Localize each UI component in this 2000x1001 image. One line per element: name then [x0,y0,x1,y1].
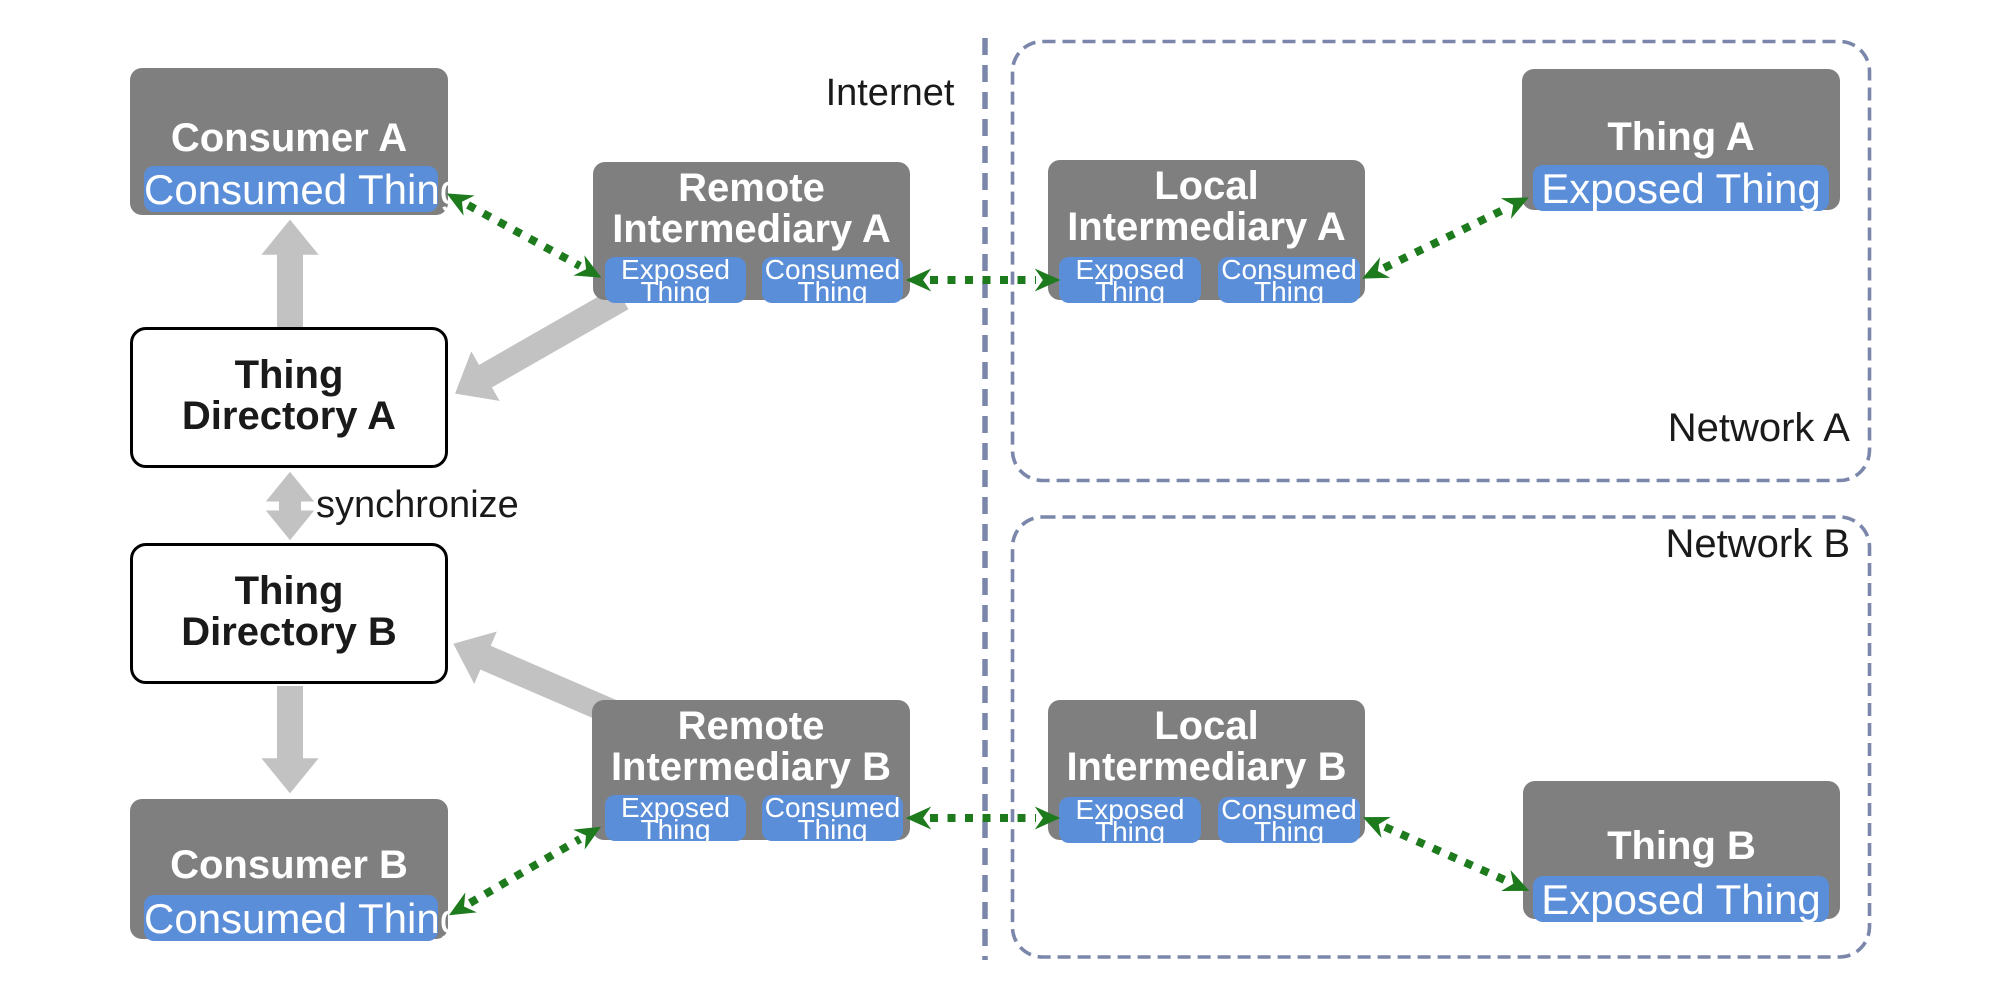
consumer-b-consumed-thing-bar: Consumed Thing [144,895,464,942]
local-intermediary-b-title-line2: Intermediary B [1066,745,1347,789]
local-intermediary-a-consumed-thing-chip: Consumed Thing [1218,255,1360,305]
local-intermediary-a-exposed-thing-chip: Exposed Thing [1059,255,1201,305]
thing-directory-b-title-line2: Directory B [181,610,397,654]
local-intermediary-a-title: Local Intermediary A [1048,166,1365,248]
consumer-b-title: Consumer B [170,843,408,887]
remote-intermediary-a-title: Remote Intermediary A [593,168,910,250]
thing-b-node: Thing B Exposed Thing [1523,781,1840,923]
remote-intermediary-a-node: Remote Intermediary A Exposed Thing Cons… [593,162,910,305]
remote-intermediary-a-title-line1: Remote [678,166,825,210]
local-intermediary-a-title-line2: Intermediary A [1067,205,1346,249]
remote-intermediary-b-title: Remote Intermediary B [592,706,910,788]
remote-intermediary-a-exposed-thing-chip: Exposed Thing [605,255,746,305]
network-a-border [1010,39,1872,483]
remote-intermediary-a-consumed-thing-chip: Consumed Thing [762,255,903,305]
consumer-a-title: Consumer A [170,116,408,160]
remote-intermediary-b-consumed-thing-chip: Consumed Thing [762,793,903,843]
consumer-a-consumed-thing-bar: Consumed Thing [144,166,464,213]
remote-intermediary-b-title-line1: Remote [677,704,825,748]
local-intermediary-b-consumed-thing-chip: Consumed Thing [1218,795,1360,845]
local-intermediary-b-node: Local Intermediary B Exposed Thing Consu… [1048,700,1365,845]
consumer-b-node: Consumer B Consumed Thing [130,799,464,942]
thing-directory-a-node: Thing Directory A [130,327,448,468]
network-b-label: Network B [1665,522,1851,566]
thing-directory-b-title-line1: Thing [234,569,344,613]
network-b-border [1010,515,1872,959]
network-a-label: Network A [1667,406,1850,450]
thing-directory-a-title: Thing Directory A [133,355,445,437]
local-intermediary-b-title: Local Intermediary B [1048,706,1365,788]
synchronize-label: synchronize [316,484,519,526]
thing-a-title: Thing A [1607,115,1755,159]
local-intermediary-b-exposed-thing-chip: Exposed Thing [1059,795,1201,845]
thing-b-title: Thing B [1607,824,1756,868]
thing-a-node: Thing A Exposed Thing [1522,69,1840,212]
arrow-remote-intermediary-a-to-directory-a [455,286,629,401]
local-intermediary-b-title-line1: Local [1154,704,1259,748]
remote-intermediary-b-exposed-thing-chip: Exposed Thing [605,793,746,843]
internet-label: Internet [825,72,955,114]
thing-a-exposed-thing-bar: Exposed Thing [1533,165,1829,212]
remote-intermediary-a-title-line2: Intermediary A [612,207,891,251]
local-intermediary-a-node: Local Intermediary A Exposed Thing Consu… [1048,160,1365,305]
thing-b-exposed-thing-bar: Exposed Thing [1533,876,1829,923]
thing-directory-a-title-line2: Directory A [181,394,397,438]
consumer-a-node: Consumer A Consumed Thing [130,68,464,215]
remote-intermediary-b-node: Remote Intermediary B Exposed Thing Cons… [592,700,910,843]
thing-directory-a-title-line1: Thing [234,353,344,397]
local-intermediary-a-title-line1: Local [1154,164,1259,208]
thing-directory-b-node: Thing Directory B [130,543,448,684]
thing-directory-b-title: Thing Directory B [133,571,445,653]
remote-intermediary-b-title-line2: Intermediary B [610,745,892,789]
